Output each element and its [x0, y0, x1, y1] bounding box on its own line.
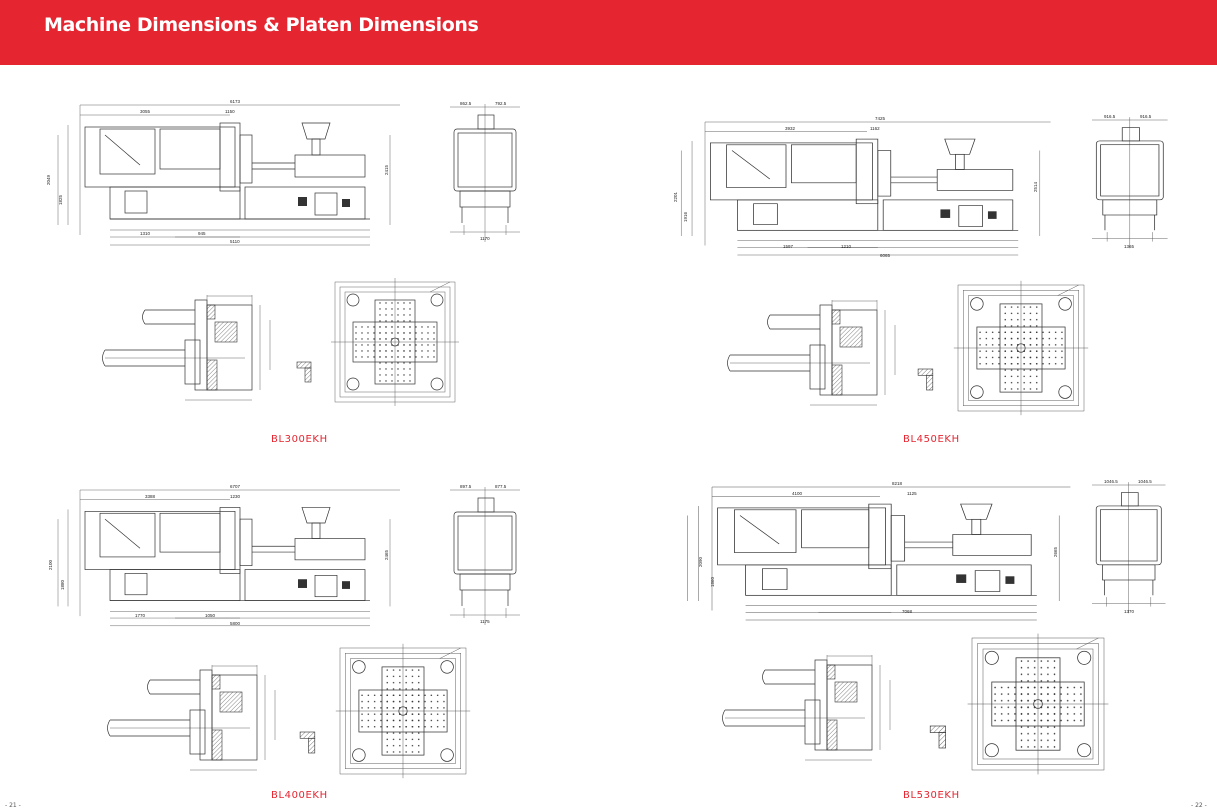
dim-w2: 1046.5 — [1138, 479, 1152, 484]
dim-seg1: 3932 — [785, 126, 796, 131]
dim-base1: 1310 — [140, 231, 151, 236]
dim-base2: 1210 — [841, 244, 852, 249]
dim-w1: 862.5 — [460, 101, 472, 106]
bl530-platen-front — [929, 633, 1109, 775]
dim-hv: 2665 — [1053, 546, 1058, 557]
bl450-side-view: 7425 3932 1162 2201 1916 2514 1597 1210 … — [673, 116, 1052, 258]
dim-w2: 916.5 — [1140, 114, 1152, 119]
bl450-platen-front — [917, 280, 1089, 416]
dim-base2: 945 — [198, 231, 206, 236]
dim-h1: 2090 — [698, 556, 703, 567]
dim-seg2: 1230 — [230, 494, 241, 499]
model-label-bl450: BL450EKH — [903, 434, 960, 445]
dim-h2: 1916 — [683, 211, 688, 222]
page-number-right: - 22 - — [1191, 802, 1207, 809]
dim-seg2: 1125 — [907, 491, 917, 496]
dim-base3: 5110 — [230, 239, 240, 244]
dim-end-base: 1175 — [480, 619, 490, 624]
dim-h1: 2049 — [46, 174, 51, 185]
dim-base3: 6065 — [880, 253, 891, 258]
page-title: Machine Dimensions & Platen Dimensions — [44, 14, 479, 36]
dim-total: 6707 — [230, 484, 241, 489]
dim-end-base: 1365 — [1124, 244, 1135, 249]
dim-h1: 2100 — [48, 559, 53, 570]
dim-w2: 877.5 — [495, 484, 507, 489]
dim-base1: 1597 — [783, 244, 794, 249]
dim-h2: 1825 — [58, 194, 63, 205]
dim-hv: 2415 — [384, 164, 389, 175]
dim-base3: 5800 — [230, 621, 241, 626]
dim-h2: 1880 — [60, 579, 65, 590]
dim-hv: 2514 — [1033, 181, 1038, 192]
bl450-platen-section — [727, 299, 896, 406]
bl400-platen-front — [299, 643, 471, 779]
bl530-end-view: 1046.5 1046.5 1370 — [1091, 479, 1166, 614]
dim-base3: 7068 — [902, 609, 913, 614]
model-label-bl400: BL400EKH — [271, 790, 328, 801]
dim-end-base: 1170 — [480, 236, 490, 241]
dim-total: 8218 — [892, 481, 903, 486]
dim-seg1: 3055 — [140, 109, 151, 114]
dim-w1: 1046.5 — [1104, 479, 1118, 484]
bl530-side-view: 8218 4100 1125 2090 1860 2665 7068 — [686, 481, 1071, 621]
page-number-left: - 21 - — [5, 802, 21, 809]
dim-w1: 897.5 — [460, 484, 472, 489]
dim-w1: 916.5 — [1104, 114, 1116, 119]
dim-w2: 792.5 — [495, 101, 507, 106]
dim-seg2: 1162 — [870, 126, 880, 131]
dim-seg2: 1150 — [225, 109, 235, 114]
bl400-end-view: 897.5 877.5 1175 — [449, 484, 521, 626]
bl300-side-view: 6173 3055 1150 2049 1825 2415 1310 945 5… — [46, 99, 401, 246]
bl300-end-view: 862.5 792.5 1170 — [449, 101, 521, 243]
dim-h1: 2201 — [673, 191, 678, 202]
dim-seg1: 3388 — [145, 494, 156, 499]
dim-hv: 2465 — [384, 549, 389, 560]
dim-h2: 1860 — [710, 576, 715, 587]
dim-total: 6173 — [230, 99, 241, 104]
header-banner: Machine Dimensions & Platen Dimensions — [0, 0, 1217, 65]
bl400-platen-section — [107, 664, 276, 771]
bl450-end-view: 916.5 916.5 1365 — [1091, 114, 1168, 249]
bl530-platen-section — [722, 654, 891, 761]
dim-total: 7425 — [875, 116, 886, 121]
dim-end-base: 1370 — [1124, 609, 1135, 614]
bl300-platen-front — [296, 277, 460, 407]
bl300-platen-section — [102, 294, 271, 401]
model-label-bl530: BL530EKH — [903, 790, 960, 801]
dim-base2: 1050 — [205, 613, 216, 618]
dim-seg1: 4100 — [792, 491, 803, 496]
bl400-side-view: 6707 3388 1230 2100 1880 2465 1770 1050 … — [48, 484, 401, 627]
model-label-bl300: BL300EKH — [271, 434, 328, 445]
dim-base1: 1770 — [135, 613, 146, 618]
